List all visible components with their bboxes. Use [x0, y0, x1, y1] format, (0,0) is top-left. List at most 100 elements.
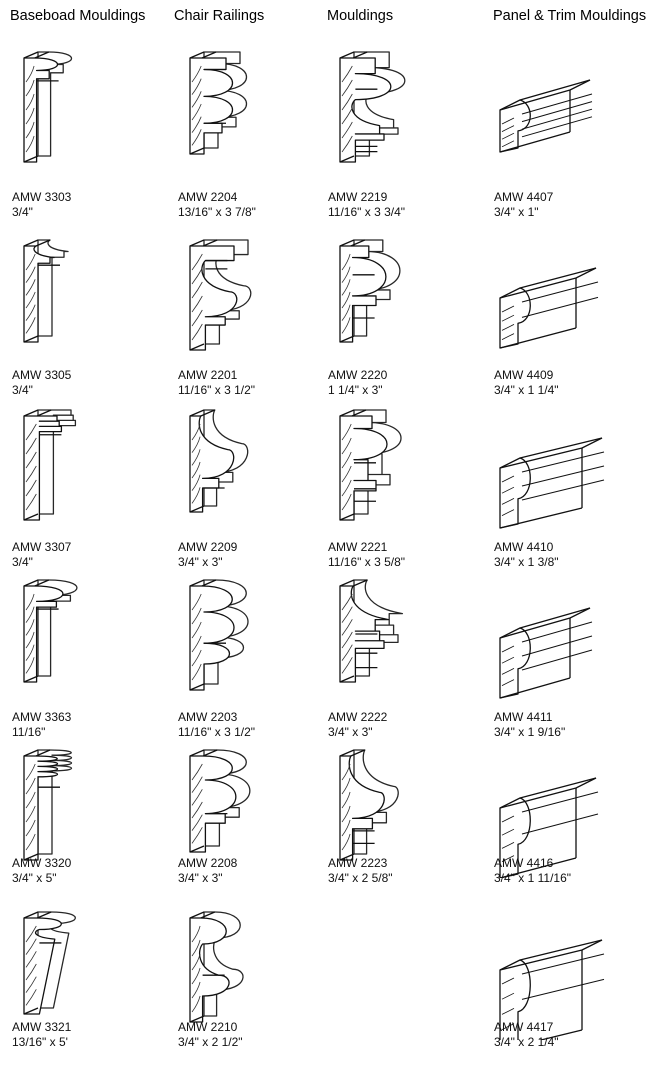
- product-code: AMW 3305: [12, 368, 72, 382]
- moulding-profile-drawing: [23, 409, 77, 521]
- column-title-chair-railings: Chair Railings: [174, 8, 265, 24]
- product-size: 3/4" x 3": [178, 555, 223, 569]
- moulding-profile-drawing: [23, 51, 72, 163]
- product-size: 11/16" x 3 5/8": [328, 555, 406, 569]
- moulding-profile-drawing: [499, 777, 599, 878]
- product-code: AMW 4411: [494, 710, 553, 724]
- product-size: 13/16" x 3 7/8": [178, 205, 256, 219]
- product-code: AMW 2210: [178, 1020, 238, 1034]
- product-size: 3/4" x 2 1/4": [494, 1035, 559, 1049]
- product-code: AMW 3321: [12, 1020, 72, 1034]
- moulding-profile-drawing: [23, 749, 73, 861]
- moulding-profile-drawing: [499, 607, 593, 699]
- product-code: AMW 2201: [178, 368, 238, 382]
- moulding-profile-drawing: [339, 239, 401, 343]
- product-code: AMW 4410: [494, 540, 554, 554]
- product-code: AMW 3303: [12, 190, 72, 204]
- product-size: 11/16": [12, 725, 46, 739]
- product-code: AMW 2219: [328, 190, 388, 204]
- moulding-profile-drawing: [23, 911, 76, 1015]
- moulding-profile-drawing: [339, 51, 406, 163]
- product-code: AMW 2209: [178, 540, 238, 554]
- product-code: AMW 4407: [494, 190, 554, 204]
- product-code: AMW 2223: [328, 856, 388, 870]
- product-size: 3/4" x 1 9/16": [494, 725, 566, 739]
- product-size: 3/4" x 5": [12, 871, 57, 885]
- moulding-profile-drawing: [189, 911, 244, 1023]
- product-code: AMW 3363: [12, 710, 72, 724]
- column-title-panel-trim: Panel & Trim Mouldings: [493, 8, 647, 24]
- product-size: 11/16" x 3 1/2": [178, 725, 256, 739]
- product-code: AMW 2208: [178, 856, 238, 870]
- moulding-profile-drawing: [23, 239, 69, 343]
- product-code: AMW 2222: [328, 710, 388, 724]
- product-code: AMW 2221: [328, 540, 388, 554]
- product-size: 3/4" x 3": [178, 871, 223, 885]
- product-size: 3/4" x 2 5/8": [328, 871, 393, 885]
- moulding-profile-drawing: [189, 749, 251, 853]
- product-code: AMW 4416: [494, 856, 554, 870]
- product-code: AMW 3307: [12, 540, 72, 554]
- product-code: AMW 2204: [178, 190, 238, 204]
- moulding-profile-drawing: [499, 939, 605, 1040]
- product-size: 3/4" x 1": [494, 205, 539, 219]
- product-code: AMW 4417: [494, 1020, 554, 1034]
- product-code: AMW 4409: [494, 368, 554, 382]
- moulding-profile-drawing: [339, 579, 404, 683]
- moulding-profile-drawing: [189, 51, 247, 155]
- product-size: 3/4": [12, 555, 33, 569]
- moulding-profile-drawing: [499, 267, 599, 349]
- moulding-profile-drawing: [189, 409, 249, 513]
- moulding-profile-drawing: [499, 79, 593, 153]
- product-size: 3/4" x 3": [328, 725, 373, 739]
- product-size: 3/4" x 1 11/16": [494, 871, 572, 885]
- product-size: 11/16" x 3 1/2": [178, 383, 256, 397]
- product-size: 1 1/4" x 3": [328, 383, 383, 397]
- moulding-profile-drawing: [189, 239, 252, 351]
- column-title-mouldings: Mouldings: [327, 8, 394, 24]
- moulding-profile-drawing: [339, 749, 399, 861]
